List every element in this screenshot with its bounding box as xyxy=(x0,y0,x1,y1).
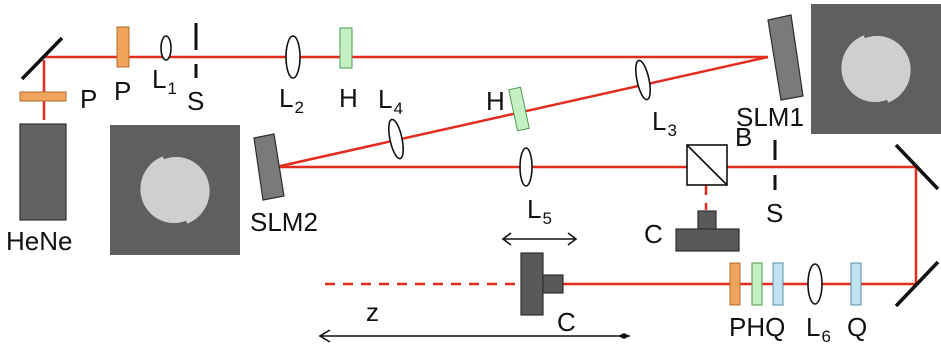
lens-l2 xyxy=(285,35,301,79)
polarizer-laser-label: P xyxy=(80,84,97,114)
lens-l6 xyxy=(807,263,823,305)
hene-laser xyxy=(19,123,67,221)
slm-2 xyxy=(253,133,285,201)
slm-1-label: SLM1 xyxy=(736,102,804,132)
quarter-wave-plate-2 xyxy=(850,262,862,306)
plate-group-label: PHQ xyxy=(729,312,785,342)
polarizer-bottom xyxy=(729,262,741,306)
polarizer-laser xyxy=(19,91,67,102)
lens-l4-label: L4 xyxy=(378,84,403,118)
half-wave-plate-3 xyxy=(751,262,763,306)
mirror-top-left xyxy=(20,36,64,81)
quarter-wave-plate-1 xyxy=(772,262,784,306)
slit-s1-label: S xyxy=(187,86,204,116)
beam-splitter xyxy=(686,144,728,186)
camera-1-label: C xyxy=(644,219,663,249)
lens-l6-label: L6 xyxy=(806,312,831,346)
camera-2 xyxy=(520,252,564,316)
spiral-hologram-icon xyxy=(811,4,941,134)
camera-2-label: C xyxy=(557,307,576,337)
lens-l2-label: L2 xyxy=(279,83,304,117)
mirror-right-bottom xyxy=(894,260,940,308)
mirror-right-top xyxy=(894,143,940,191)
beam-splitter-label: B xyxy=(735,122,752,152)
lens-l1-label: L1 xyxy=(152,64,177,98)
hwp-1-label: H xyxy=(339,83,358,113)
qwp-label: Q xyxy=(847,312,867,342)
laser-label: HeNe xyxy=(6,226,72,256)
lens-l1 xyxy=(160,35,172,61)
camera-1 xyxy=(675,210,740,252)
lens-l5 xyxy=(519,147,533,187)
lens-l3 xyxy=(635,59,651,101)
half-wave-plate-2 xyxy=(508,86,530,132)
hwp-2-label: H xyxy=(486,86,505,116)
z-distance-label: z xyxy=(366,297,379,327)
polarizer-top-label: P xyxy=(114,76,131,106)
translation-arrow xyxy=(501,232,578,246)
spiral-hologram-icon xyxy=(110,125,240,255)
lens-l3-label: L3 xyxy=(652,106,677,140)
slit-s2-label: S xyxy=(766,198,783,228)
slm-2-label: SLM2 xyxy=(250,207,318,237)
z-distance-arrow xyxy=(318,329,630,343)
lens-l4 xyxy=(388,118,404,160)
half-wave-plate-1 xyxy=(339,27,353,69)
slm-1 xyxy=(767,14,804,101)
polarizer-top xyxy=(116,26,130,68)
lens-l5-label: L5 xyxy=(527,194,552,228)
